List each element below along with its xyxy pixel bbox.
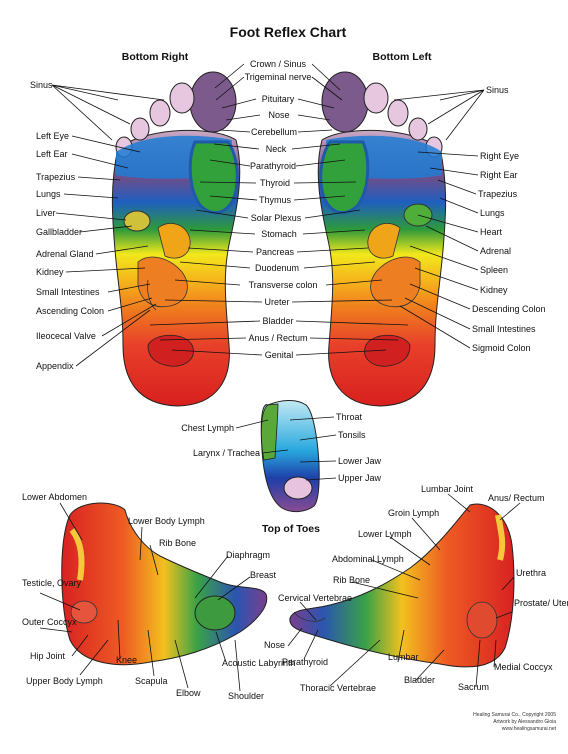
label-parathyroid-inner: Parathyroid — [282, 657, 328, 667]
credits: Healing Samurai Co., Copyright 2005 Artw… — [473, 712, 556, 732]
label-duodenum: Duodenum — [255, 263, 299, 273]
label-pancreas: Pancreas — [256, 247, 295, 257]
label-nose-inner: Nose — [264, 640, 285, 650]
label-adrenal: Adrenal — [480, 246, 511, 256]
label-trigeminal-nerve: Trigeminal nerve — [245, 72, 312, 82]
label-groin-lymph: Groin Lymph — [388, 508, 439, 518]
label-lower-body-lymph: Lower Body Lymph — [128, 516, 205, 526]
label-trapezius-right: Trapezius — [36, 172, 76, 182]
label-ileocecal-valve: Ileocecal Valve — [36, 331, 96, 341]
label-small-intestines-right: Small Intestines — [36, 287, 100, 297]
label-neck: Neck — [266, 144, 287, 154]
label-liver: Liver — [36, 208, 56, 218]
label-elbow: Elbow — [176, 688, 201, 698]
label-ureter: Ureter — [264, 297, 289, 307]
label-solar-plexus: Solar Plexus — [251, 213, 302, 223]
label-testicle-ovary: Testicle, Ovary — [22, 578, 82, 588]
label-nose: Nose — [268, 110, 289, 120]
label-left-eye: Left Eye — [36, 131, 69, 141]
left-foot-labels: Sinus Right Eye Right Ear Trapezius Lung… — [472, 85, 546, 353]
label-small-intestines-left: Small Intestines — [472, 324, 536, 334]
credit-line-2: Artwork by Alessandro Gioia — [493, 719, 556, 725]
left-sole — [318, 72, 445, 406]
label-medial-coccyx: Medial Coccyx — [494, 662, 553, 672]
label-diaphragm: Diaphragm — [226, 550, 270, 560]
label-pituitary: Pituitary — [262, 94, 295, 104]
label-ascending-colon: Ascending Colon — [36, 306, 104, 316]
label-lungs-right: Lungs — [36, 189, 61, 199]
label-adrenal-gland: Adrenal Gland — [36, 249, 94, 259]
header-bottom-left: Bottom Left — [373, 51, 432, 63]
label-lower-lymph: Lower Lymph — [358, 529, 412, 539]
label-sigmoid-colon: Sigmoid Colon — [472, 343, 531, 353]
chart-title: Foot Reflex Chart — [230, 24, 347, 40]
label-sacrum: Sacrum — [458, 682, 489, 692]
right-foot-labels: Sinus Left Eye Left Ear Trapezius Lungs … — [30, 80, 104, 371]
label-cervical-vertebrae: Cervical Vertebrae — [278, 593, 352, 603]
label-genital: Genital — [265, 350, 294, 360]
label-lumbar: Lumbar — [388, 652, 419, 662]
label-thymus: Thymus — [259, 195, 292, 205]
label-prostate-uterus: Prostate/ Uterus — [514, 598, 568, 608]
label-parathyroid: Parathyroid — [250, 161, 296, 171]
label-transverse-colon: Transverse colon — [249, 280, 318, 290]
label-knee: Knee — [116, 655, 137, 665]
credit-line-1: Healing Samurai Co., Copyright 2005 — [473, 712, 556, 718]
label-anus-rectum: Anus / Rectum — [248, 333, 307, 343]
label-bladder: Bladder — [262, 316, 293, 326]
label-thyroid: Thyroid — [260, 178, 290, 188]
label-appendix: Appendix — [36, 361, 74, 371]
label-urethra: Urethra — [516, 568, 546, 578]
label-upper-jaw: Upper Jaw — [338, 473, 382, 483]
label-shoulder: Shoulder — [228, 691, 264, 701]
label-anus-rectum-inner: Anus/ Rectum — [488, 493, 545, 503]
label-throat: Throat — [336, 412, 363, 422]
outer-foot — [62, 503, 267, 665]
header-bottom-right: Bottom Right — [122, 51, 189, 63]
label-descending-colon: Descending Colon — [472, 304, 546, 314]
label-sinus-right: Sinus — [30, 80, 53, 90]
label-upper-body-lymph: Upper Body Lymph — [26, 676, 103, 686]
label-thoracic-vertebrae: Thoracic Vertebrae — [300, 683, 376, 693]
center-labels: Crown / Sinus Trigeminal nerve Pituitary… — [245, 59, 318, 360]
label-abdominal-lymph: Abdominal Lymph — [332, 554, 404, 564]
label-heart: Heart — [480, 227, 503, 237]
label-scapula: Scapula — [135, 676, 168, 686]
label-sinus-left: Sinus — [486, 85, 509, 95]
label-stomach: Stomach — [261, 229, 297, 239]
label-rib-bone-inner: Rib Bone — [333, 575, 370, 585]
right-sole — [112, 72, 239, 406]
label-lungs-left: Lungs — [480, 208, 505, 218]
label-cerebellum: Cerebellum — [251, 127, 297, 137]
top-of-toes — [261, 400, 319, 511]
label-bladder-inner: Bladder — [404, 675, 435, 685]
label-lower-jaw: Lower Jaw — [338, 456, 382, 466]
label-kidney-right: Kidney — [36, 267, 64, 277]
credit-line-3: www.healingsamurai.net — [502, 726, 557, 732]
label-right-eye: Right Eye — [480, 151, 519, 161]
label-lower-abdomen: Lower Abdomen — [22, 492, 87, 502]
label-breast: Breast — [250, 570, 277, 580]
label-rib-bone-outer: Rib Bone — [159, 538, 196, 548]
label-lumbar-joint: Lumbar Joint — [421, 484, 474, 494]
label-tonsils: Tonsils — [338, 430, 366, 440]
label-outer-coccyx: Outer Coccyx — [22, 617, 77, 627]
label-trapezius-left: Trapezius — [478, 189, 518, 199]
label-hip-joint: Hip Joint — [30, 651, 66, 661]
header-top-of-toes: Top of Toes — [262, 523, 320, 535]
label-crown-sinus: Crown / Sinus — [250, 59, 307, 69]
label-gallbladder: Gallbladder — [36, 227, 82, 237]
label-larynx-trachea: Larynx / Trachea — [193, 448, 260, 458]
label-left-ear: Left Ear — [36, 149, 68, 159]
label-kidney-left: Kidney — [480, 285, 508, 295]
label-spleen: Spleen — [480, 265, 508, 275]
label-chest-lymph: Chest Lymph — [181, 423, 234, 433]
label-right-ear: Right Ear — [480, 170, 518, 180]
